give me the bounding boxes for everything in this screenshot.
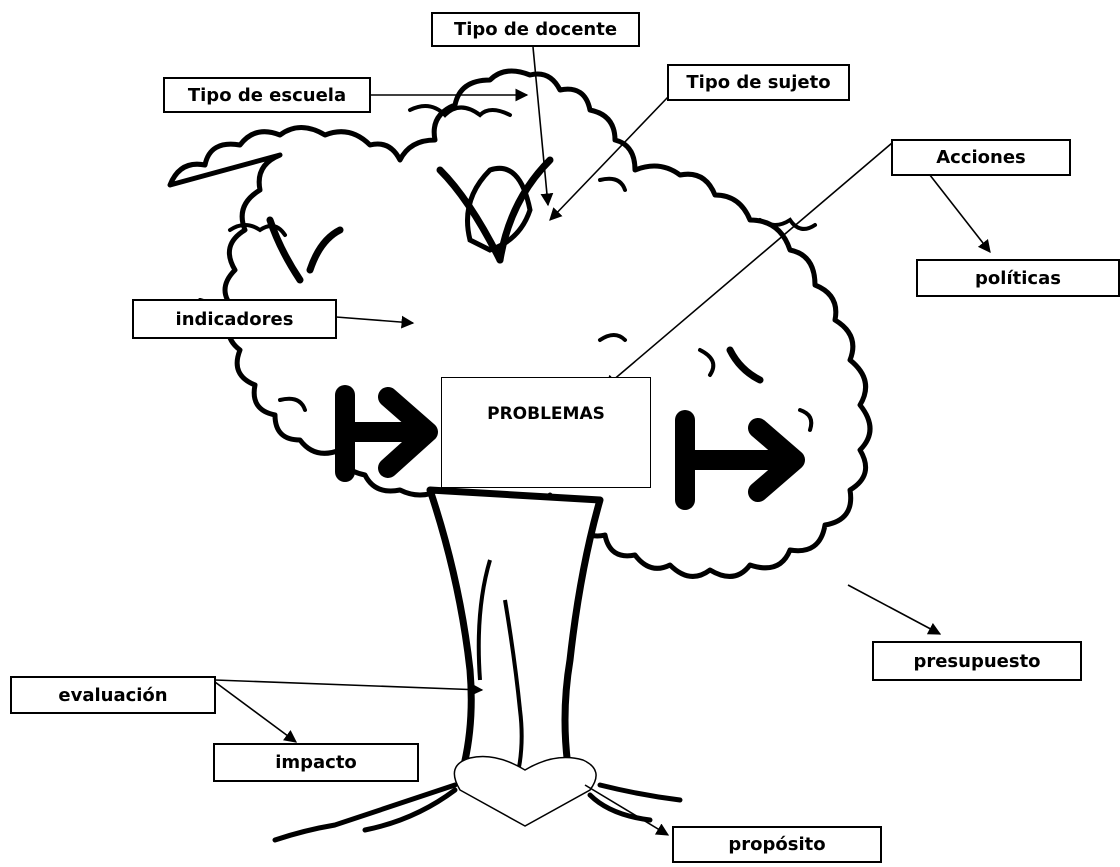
label-politicas: políticas: [916, 259, 1120, 297]
label-proposito: propósito: [672, 826, 882, 863]
arrow-politicas: [925, 169, 991, 254]
label-acciones: Acciones: [891, 139, 1071, 176]
arrow-tipo-docente: [532, 46, 554, 207]
arrow-proposito: [584, 784, 670, 836]
arrow-presupuesto: [847, 584, 942, 635]
arrow-indicadores: [335, 315, 415, 329]
heart-shape: [453, 755, 597, 827]
tree-trunk: [426, 486, 604, 786]
tree-branches: [266, 156, 764, 384]
label-impacto: impacto: [213, 743, 419, 782]
label-indicadores: indicadores: [132, 299, 337, 339]
connector-arrows: [214, 46, 991, 836]
arrow-evaluacion: [214, 679, 484, 696]
label-problemas: PROBLEMAS: [441, 377, 651, 488]
arrow-impacto: [214, 681, 298, 743]
label-presupuesto: presupuesto: [872, 641, 1082, 681]
tree-roots: [272, 782, 683, 843]
bar-arrow-icon: [675, 410, 805, 510]
arrow-tipo-sujeto: [549, 96, 669, 221]
arrow-acciones: [604, 142, 893, 388]
label-tipo-docente: Tipo de docente: [431, 12, 640, 47]
label-tipo-sujeto: Tipo de sujeto: [667, 64, 850, 101]
label-tipo-escuela: Tipo de escuela: [163, 77, 371, 113]
label-evaluacion: evaluación: [10, 676, 216, 714]
bar-arrow-icon: [335, 385, 438, 482]
